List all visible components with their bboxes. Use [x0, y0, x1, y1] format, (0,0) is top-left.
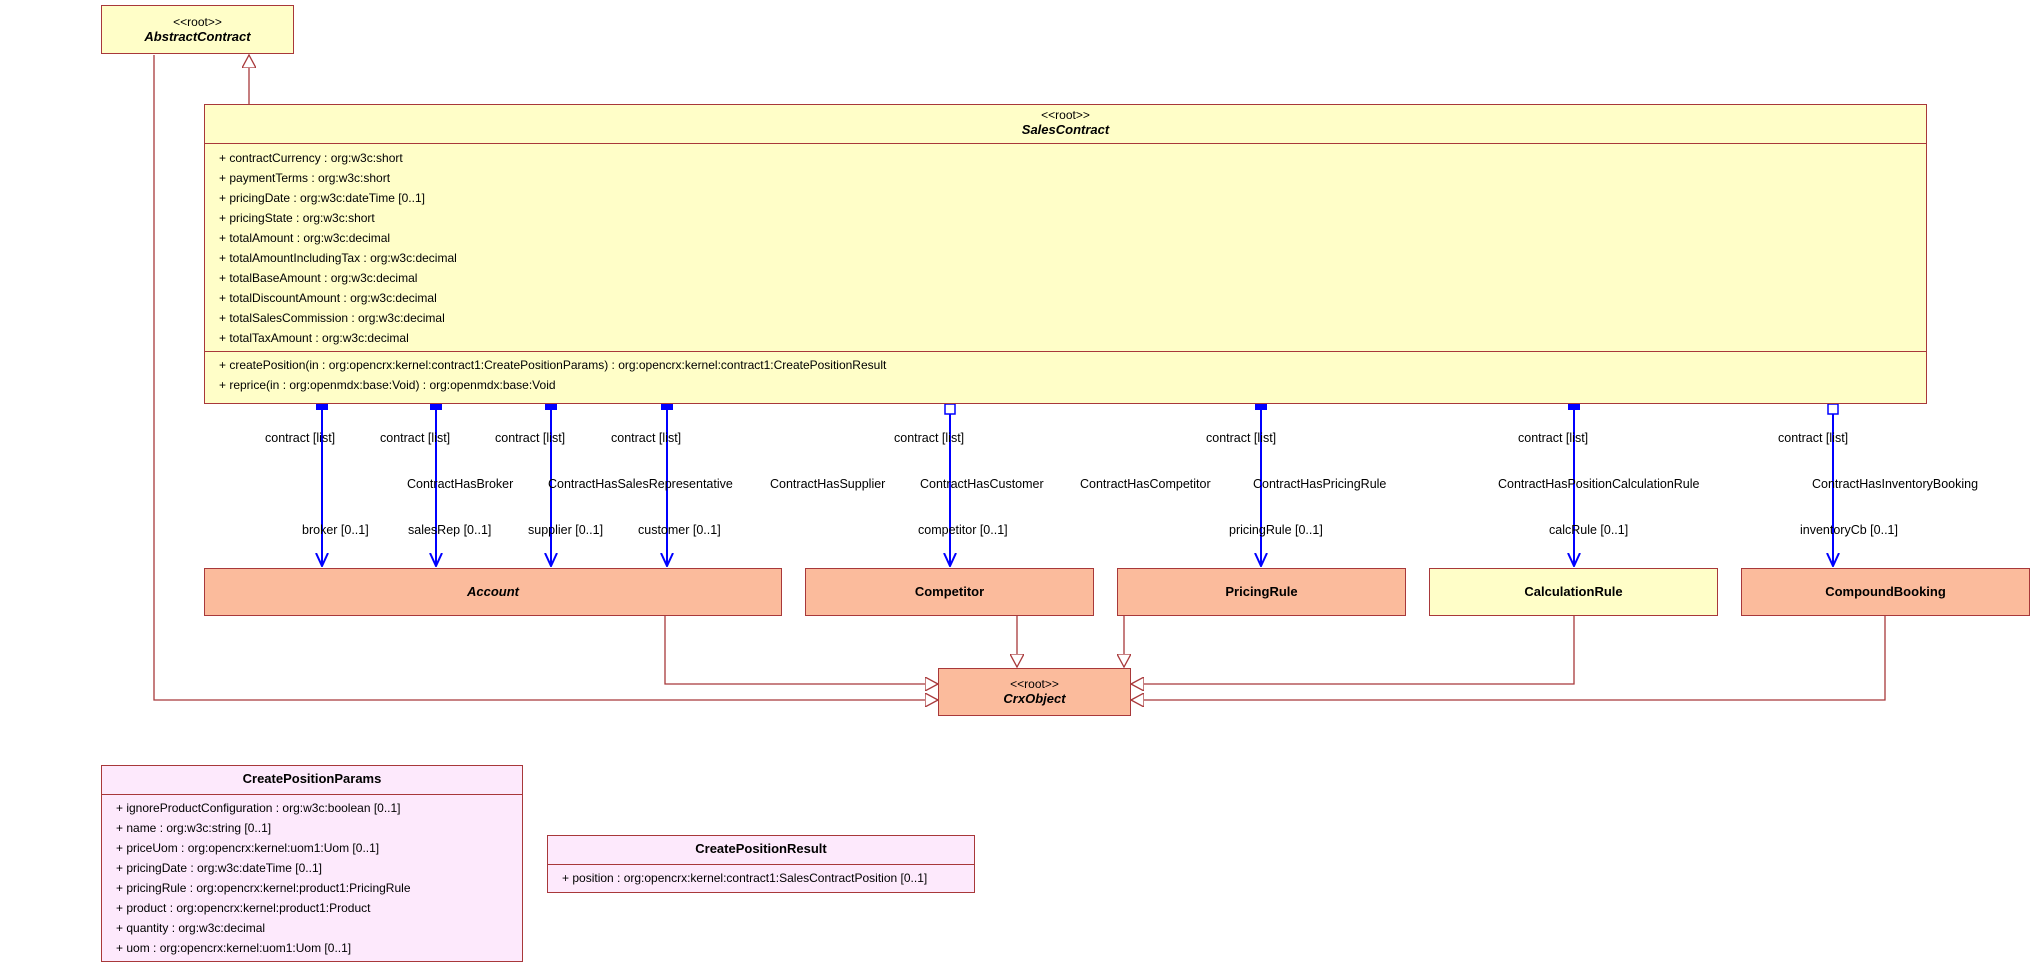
- attribute-row: + pricingDate : org:w3c:dateTime [0..1]: [219, 191, 425, 205]
- class-name: CalculationRule: [1524, 584, 1623, 599]
- association-name-label: ContractHasCustomer: [920, 477, 1044, 491]
- association-name-label: ContractHasInventoryBooking: [1812, 477, 1979, 491]
- association-pricingrule: [1255, 404, 1267, 566]
- operation-compartment: + createPosition(in : org:opencrx:kernel…: [205, 351, 1926, 395]
- class-name: SalesContract: [1021, 122, 1110, 137]
- class-calculation-rule[interactable]: CalculationRule: [1429, 568, 1718, 616]
- association-salesrep: [430, 404, 442, 566]
- association-inventorycb: [1828, 403, 1838, 566]
- operation-row: + createPosition(in : org:opencrx:kernel…: [219, 358, 887, 372]
- target-role-label: supplier [0..1]: [528, 523, 604, 537]
- source-role-label: contract [list]: [1778, 431, 1849, 445]
- attribute-row: + ignoreProductConfiguration : org:w3c:b…: [116, 801, 401, 815]
- target-role-label: inventoryCb [0..1]: [1800, 523, 1898, 537]
- attribute-row: + totalDiscountAmount : org:w3c:decimal: [219, 291, 437, 305]
- class-create-position-result[interactable]: CreatePositionResult + position : org:op…: [547, 835, 975, 893]
- target-role-label: salesRep [0..1]: [408, 523, 492, 537]
- association-broker: [316, 404, 328, 566]
- class-header: <<root>> SalesContract: [205, 105, 1926, 143]
- attribute-row: + priceUom : org:opencrx:kernel:uom1:Uom…: [116, 841, 380, 855]
- attribute-row: + pricingState : org:w3c:short: [219, 211, 375, 225]
- attribute-compartment: + contractCurrency : org:w3c:short + pay…: [205, 143, 1926, 351]
- association-name-label: ContractHasSalesRepresentative: [548, 477, 733, 491]
- association-name-label: ContractHasBroker: [407, 477, 514, 491]
- attribute-row: + pricingDate : org:w3c:dateTime [0..1]: [116, 861, 322, 875]
- attribute-row: + name : org:w3c:string [0..1]: [116, 821, 272, 835]
- source-role-label: contract [list]: [265, 431, 336, 445]
- class-name: CreatePositionResult: [695, 841, 827, 856]
- attribute-compartment: + position : org:opencrx:kernel:contract…: [548, 864, 974, 888]
- association-calcrule: [1568, 404, 1580, 566]
- attribute-row: + totalAmount : org:w3c:decimal: [219, 231, 391, 245]
- operation-row: + reprice(in : org:openmdx:base:Void) : …: [219, 378, 556, 392]
- class-name: Competitor: [914, 584, 985, 599]
- class-compound-booking[interactable]: CompoundBooking: [1741, 568, 2030, 616]
- class-pricing-rule[interactable]: PricingRule: [1117, 568, 1406, 616]
- source-role-label: contract [list]: [495, 431, 566, 445]
- attribute-row: + product : org:opencrx:kernel:product1:…: [116, 901, 371, 915]
- attribute-row: + paymentTerms : org:w3c:short: [219, 171, 391, 185]
- attribute-row: + totalBaseAmount : org:w3c:decimal: [219, 271, 418, 285]
- association-name-label: ContractHasPositionCalculationRule: [1498, 477, 1700, 491]
- target-role-label: calcRule [0..1]: [1549, 523, 1629, 537]
- association-name-label: ContractHasCompetitor: [1080, 477, 1211, 491]
- class-sales-contract[interactable]: <<root>> SalesContract + contractCurrenc…: [204, 104, 1927, 404]
- attribute-row: + uom : org:opencrx:kernel:uom1:Uom [0..…: [116, 941, 352, 955]
- association-supplier: [545, 404, 557, 566]
- class-account[interactable]: Account: [204, 568, 782, 616]
- association-competitor: [945, 403, 955, 566]
- attribute-row: + pricingRule : org:opencrx:kernel:produ…: [116, 881, 411, 895]
- target-role-label: customer [0..1]: [638, 523, 721, 537]
- attribute-row: + contractCurrency : org:w3c:short: [219, 151, 403, 165]
- source-role-label: contract [list]: [380, 431, 451, 445]
- class-name: CreatePositionParams: [242, 771, 382, 786]
- source-role-label: contract [list]: [1518, 431, 1589, 445]
- attribute-row: + quantity : org:w3c:decimal: [116, 921, 266, 935]
- attribute-row: + totalAmountIncludingTax : org:w3c:deci…: [219, 251, 457, 265]
- association-name-label: ContractHasPricingRule: [1253, 477, 1387, 491]
- stereotype-label: <<root>>: [1041, 108, 1090, 122]
- class-crx-object[interactable]: <<root>> CrxObject: [938, 668, 1131, 716]
- class-create-position-params[interactable]: CreatePositionParams + ignoreProductConf…: [101, 765, 523, 962]
- generalization-compoundbooking-crxobject: [1131, 616, 1886, 700]
- source-role-label: contract [list]: [611, 431, 682, 445]
- attribute-row: + totalSalesCommission : org:w3c:decimal: [219, 311, 445, 325]
- source-role-label: contract [list]: [1206, 431, 1277, 445]
- class-name: PricingRule: [1225, 584, 1298, 599]
- class-name: Account: [467, 584, 519, 599]
- association-customer: [661, 404, 673, 566]
- class-name: CrxObject: [1003, 691, 1066, 706]
- stereotype-label: <<root>>: [1010, 677, 1059, 691]
- attribute-row: + totalTaxAmount : org:w3c:decimal: [219, 331, 409, 345]
- attribute-compartment: + ignoreProductConfiguration : org:w3c:b…: [102, 794, 522, 958]
- source-role-label: contract [list]: [894, 431, 965, 445]
- target-role-label: pricingRule [0..1]: [1229, 523, 1323, 537]
- target-role-label: broker [0..1]: [302, 523, 369, 537]
- generalization-calculationrule-crxobject: [1131, 616, 1575, 684]
- class-name: CompoundBooking: [1825, 584, 1946, 599]
- class-competitor[interactable]: Competitor: [805, 568, 1094, 616]
- class-name: AbstractContract: [144, 28, 251, 44]
- generalization-abstractcontract-crxobject: [153, 55, 938, 700]
- class-abstract-contract[interactable]: <<root>> AbstractContract: [101, 5, 294, 54]
- target-role-label: competitor [0..1]: [918, 523, 1008, 537]
- stereotype-label: <<root>>: [173, 14, 222, 29]
- association-name-label: ContractHasSupplier: [770, 477, 886, 491]
- generalization-account-crxobject: [664, 616, 938, 684]
- attribute-row: + position : org:opencrx:kernel:contract…: [562, 871, 928, 885]
